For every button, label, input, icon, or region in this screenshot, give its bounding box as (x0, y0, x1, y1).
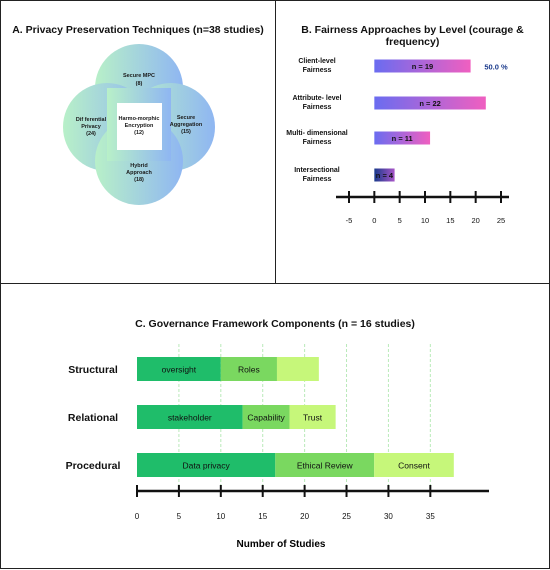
x-tick-label: 15 (446, 216, 454, 225)
center-label-2: Encryption (125, 123, 154, 129)
x-tick-label: 20 (471, 216, 479, 225)
panel-governance-components: C. Governance Framework Components (n = … (0, 283, 550, 569)
petal-bottom-label-1: Hybrid (130, 163, 147, 169)
x-tick-label: 30 (384, 512, 393, 521)
center-square (117, 103, 162, 150)
petal-right-count: (15) (181, 129, 191, 135)
center-count: (12) (134, 130, 144, 136)
petal-top-label: Secure MPC (123, 73, 155, 79)
x-tick-label: 15 (258, 512, 267, 521)
category-label: Relational (68, 412, 118, 424)
category-label: Client-level (298, 58, 335, 65)
petal-right-label-1: Secure (177, 115, 195, 121)
category-label: Attribute- level (292, 95, 341, 102)
governance-stacked-bar-chart: Number of Studies oversight Roles Structur… (66, 344, 489, 550)
x-tick-label: 35 (426, 512, 435, 521)
petal-left-label-2: Privacy (81, 124, 102, 130)
segment-label: Consent (398, 461, 430, 471)
governance-bar-segment (374, 453, 454, 477)
governance-bar-segment (137, 357, 221, 381)
governance-bar-segment (289, 405, 336, 429)
panel-a-title: A. Privacy Preservation Techniques (n=38… (12, 24, 264, 36)
panel-privacy-techniques: A. Privacy Preservation Techniques (n=38… (0, 0, 276, 284)
panel-fairness-approaches: B. Fairness Approaches by Level (courage… (275, 0, 550, 284)
petal-right-label-2: Aggregation (170, 122, 203, 128)
bar-data-label: n = 22 (419, 99, 440, 108)
category-label: Fairness (303, 104, 332, 111)
fairness-bar (374, 168, 395, 182)
bar-data-label: n = 11 (392, 134, 413, 143)
category-label: Multi- dimensional (286, 130, 348, 137)
segment-label: Data privacy (183, 461, 231, 471)
category-label: Intersectional (294, 167, 340, 174)
x-tick-label: 5 (398, 216, 402, 225)
percent-annotation: 50.0 % (484, 63, 508, 72)
x-tick-label: 0 (372, 216, 376, 225)
governance-bar-segment (220, 357, 277, 381)
petal-bottom-label-2: Approach (126, 170, 152, 176)
x-tick-label: 5 (177, 512, 182, 521)
category-label: Procedural (66, 460, 121, 472)
segment-label: Capability (247, 413, 285, 423)
x-tick-label: 0 (135, 512, 140, 521)
privacy-petal-diagram: Secure MPC (8) Dif ferential Privacy (24… (63, 44, 215, 205)
x-tick-label: 10 (421, 216, 429, 225)
petal-bottom-count: (18) (134, 177, 144, 183)
bar-data-label: n = 19 (412, 62, 433, 71)
fairness-bar (374, 131, 431, 145)
category-label: Fairness (303, 176, 332, 183)
governance-bar-segment (275, 453, 375, 477)
category-label: Structural (68, 364, 118, 376)
x-axis-label: Number of Studies (237, 539, 326, 550)
fairness-bar (374, 96, 486, 110)
bar-data-label: n = 4 (376, 171, 394, 180)
petal-left-count: (24) (86, 131, 96, 137)
x-tick-label: 10 (216, 512, 225, 521)
petal-left-label-1: Dif ferential (76, 117, 107, 123)
segment-label: oversight (162, 365, 197, 375)
x-tick-label: 25 (342, 512, 351, 521)
x-tick-label: 25 (497, 216, 505, 225)
fairness-bar (374, 59, 471, 73)
governance-bar-segment (137, 405, 243, 429)
category-label: Fairness (303, 67, 332, 74)
x-tick-label: -5 (346, 216, 353, 225)
x-tick-label: 20 (300, 512, 309, 521)
panel-b-title: B. Fairness Approaches by Level (courage… (301, 24, 524, 48)
segment-label: Ethical Review (297, 461, 354, 471)
governance-bar-segment (137, 453, 276, 477)
governance-bar-segment (276, 357, 319, 381)
governance-bar-segment (242, 405, 290, 429)
panel-c-title: C. Governance Framework Components (n = … (135, 318, 415, 330)
petal-top-count: (8) (136, 81, 143, 87)
category-label: Fairness (303, 139, 332, 146)
segment-label: Trust (303, 413, 323, 423)
segment-label: Roles (238, 365, 260, 375)
center-label-1: Harmo-morphic (119, 116, 160, 122)
segment-label: stakeholder (168, 413, 212, 423)
